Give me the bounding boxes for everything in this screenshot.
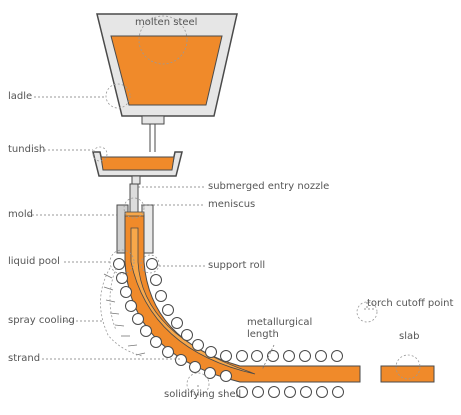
support-roll (332, 386, 344, 398)
strand (124, 211, 361, 383)
support-roll (162, 346, 174, 358)
spray-nozzle-line (105, 299, 116, 303)
support-roll (189, 361, 201, 373)
support-roll (150, 274, 162, 286)
spray-nozzle-line (103, 273, 113, 279)
support-roll (204, 367, 216, 379)
support-roll (120, 286, 132, 298)
label-strand: strand (8, 353, 41, 364)
label-torch-cutoff-point: torch cutoff point (367, 298, 454, 309)
support-roll (283, 350, 295, 362)
spray-nozzle-line (114, 324, 125, 327)
support-roll (284, 386, 296, 398)
spray-nozzle-line (127, 344, 138, 347)
spray-nozzle-line (103, 286, 114, 291)
support-roll (192, 339, 204, 351)
label-metallurgical-length: metallurgical length (247, 317, 313, 340)
label-support-roll: support roll (208, 260, 266, 271)
label-molten-steel: molten steel (135, 17, 198, 28)
support-roll (236, 350, 248, 362)
support-roll (125, 300, 137, 312)
support-roll (299, 350, 311, 362)
support-roll (150, 336, 162, 348)
support-roll (315, 350, 327, 362)
support-roll (140, 325, 152, 337)
tundish (92, 151, 183, 185)
support-roll (113, 258, 125, 270)
support-roll (220, 370, 232, 382)
support-roll (155, 290, 167, 302)
meniscus-surface (124, 211, 145, 217)
support-roll (316, 386, 328, 398)
support-roll (205, 346, 217, 358)
support-roll (251, 350, 263, 362)
support-roll (268, 386, 280, 398)
support-roll (116, 272, 128, 284)
tundish-nozzle (131, 175, 141, 185)
support-roll (162, 304, 174, 316)
label-ladle: ladle (8, 91, 33, 102)
label-liquid-pool: liquid pool (8, 256, 60, 267)
support-roll (146, 258, 158, 270)
label-slab: slab (399, 331, 420, 342)
support-roll (236, 386, 248, 398)
label-spray-cooling: spray cooling (8, 315, 75, 326)
liquid-core (130, 227, 256, 375)
support-roll (300, 386, 312, 398)
support-roll (132, 313, 144, 325)
molten-steel-in-ladle (110, 35, 223, 106)
molten-steel-in-tundish (100, 156, 175, 171)
label-tundish: tundish (8, 144, 46, 155)
ladle (96, 13, 238, 152)
support-roll (252, 386, 264, 398)
support-roll (331, 350, 343, 362)
label-meniscus: meniscus (208, 199, 256, 210)
slab (380, 365, 435, 383)
leader-lines (28, 96, 375, 395)
support-rolls (113, 258, 344, 398)
ladle-nozzle (141, 115, 165, 125)
support-roll (181, 329, 193, 341)
label-submerged-entry-nozzle: submerged entry nozzle (208, 181, 330, 192)
support-roll (220, 350, 232, 362)
label-mold: mold (8, 209, 33, 220)
support-roll (171, 317, 183, 329)
label-solidifying-shell: solidifying shell (164, 389, 242, 400)
support-roll (175, 354, 187, 366)
